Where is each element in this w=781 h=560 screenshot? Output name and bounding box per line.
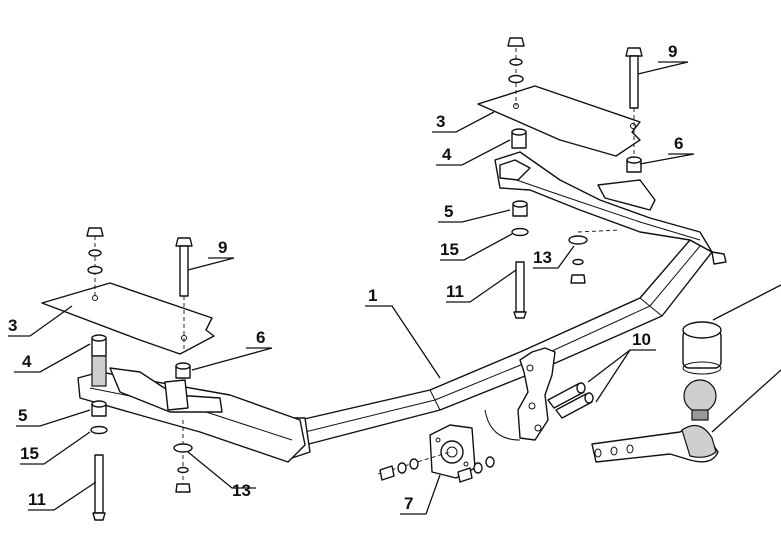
callout-5-left: 5 bbox=[18, 406, 27, 425]
callout-9-right: 9 bbox=[668, 42, 677, 61]
callout-13-left: 13 bbox=[232, 481, 251, 500]
bracket-bolts bbox=[547, 382, 594, 419]
left-bolt-11 bbox=[92, 454, 106, 521]
socket-plate-7 bbox=[429, 424, 476, 479]
callout-6-right: 6 bbox=[674, 134, 683, 153]
left-washer-15 bbox=[90, 425, 108, 435]
right-washer-15 bbox=[511, 227, 529, 237]
callout-7: 7 bbox=[404, 494, 413, 513]
callout-11-left: 11 bbox=[28, 490, 46, 509]
left-spacer-6 bbox=[175, 362, 191, 379]
socket-nut-washer-stack bbox=[377, 451, 495, 483]
right-spacer-4 bbox=[511, 128, 527, 149]
ball-cover bbox=[682, 321, 722, 375]
callout-labels: 1 3 3 4 4 5 5 6 6 7 9 9 10 11 11 13 13 1… bbox=[8, 42, 683, 513]
left-washer-13-stack bbox=[173, 420, 193, 493]
right-bolt-9 bbox=[625, 47, 643, 160]
main-crossbeam bbox=[77, 151, 727, 463]
ball-mount-arm bbox=[591, 424, 719, 463]
right-mounting-plate bbox=[477, 85, 641, 157]
left-bolt-9 bbox=[175, 237, 193, 350]
right-top-nut-stack bbox=[507, 37, 525, 106]
callout-9-left: 9 bbox=[218, 238, 227, 257]
callout-6-left: 6 bbox=[256, 328, 265, 347]
left-top-nut-stack bbox=[86, 227, 104, 298]
callout-1: 1 bbox=[368, 286, 377, 305]
tow-bracket bbox=[484, 347, 556, 441]
right-spacer-6 bbox=[626, 156, 642, 173]
callout-10: 10 bbox=[632, 330, 651, 349]
callout-3-right: 3 bbox=[436, 112, 445, 131]
callout-4-right: 4 bbox=[442, 145, 452, 164]
callout-3-left: 3 bbox=[8, 316, 17, 335]
left-spacer-5 bbox=[91, 400, 107, 417]
right-bolt-11 bbox=[513, 261, 527, 319]
left-spacer-4 bbox=[91, 334, 107, 387]
callout-15-left: 15 bbox=[20, 444, 39, 463]
callout-4-left: 4 bbox=[22, 352, 32, 371]
callout-15-right: 15 bbox=[440, 240, 459, 259]
tow-ball bbox=[683, 379, 717, 421]
callout-5-right: 5 bbox=[444, 202, 453, 221]
right-spacer-5 bbox=[512, 200, 528, 217]
callout-13-right: 13 bbox=[533, 248, 552, 267]
left-mounting-plate bbox=[41, 282, 215, 355]
right-washer-13-stack bbox=[568, 229, 621, 284]
leader-lines bbox=[8, 61, 781, 515]
callout-11-right: 11 bbox=[446, 282, 464, 301]
